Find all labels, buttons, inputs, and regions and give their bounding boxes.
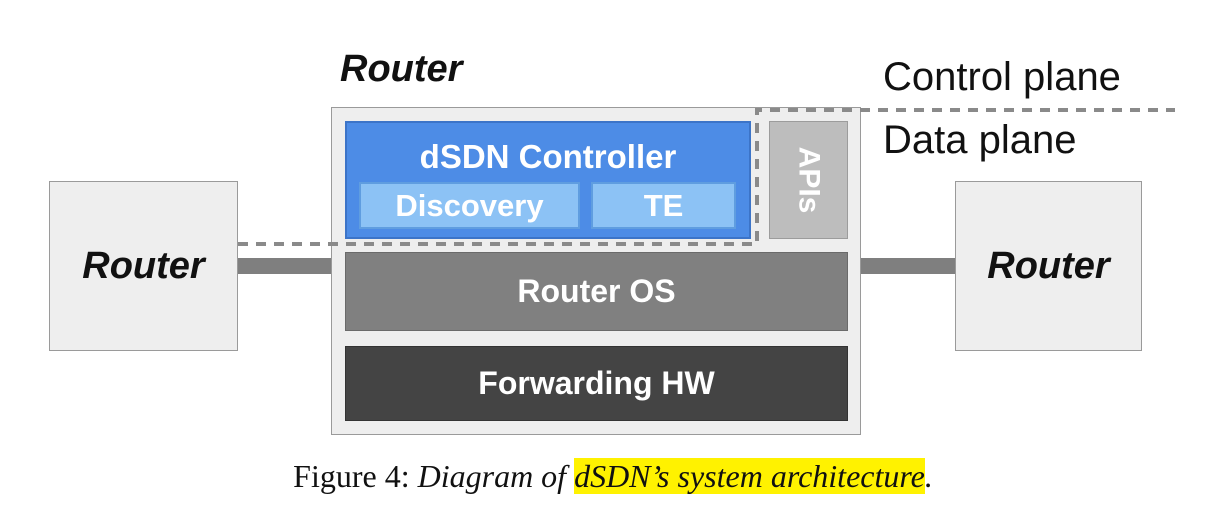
left-router-label: Router [82, 244, 205, 287]
discovery-label: Discovery [395, 187, 544, 223]
caption-highlight: dSDN’s system architecture [574, 458, 925, 494]
left-link [238, 258, 331, 274]
forwarding-hw-box: Forwarding HW [345, 346, 848, 421]
caption-prefix: Figure 4: [293, 458, 410, 494]
forwarding-hw-label: Forwarding HW [478, 365, 715, 401]
te-box: TE [591, 182, 736, 229]
discovery-box: Discovery [359, 182, 580, 229]
caption-italic-text: Diagram of [417, 458, 567, 494]
left-router-box: Router [49, 181, 238, 351]
top-router-label: Router [340, 48, 463, 90]
caption-suffix: . [924, 458, 933, 494]
figure-caption: Figure 4: Diagram of dSDN’s system archi… [0, 458, 1226, 495]
right-router-label: Router [987, 244, 1110, 287]
dsdn-controller-label: dSDN Controller [419, 138, 677, 175]
router-os-box: Router OS [345, 252, 848, 331]
right-link [860, 258, 955, 274]
data-plane-label: Data plane [883, 118, 1077, 162]
apis-box: APIs [769, 121, 848, 239]
right-router-box: Router [955, 181, 1142, 351]
control-plane-label: Control plane [883, 55, 1121, 99]
router-os-label: Router OS [517, 273, 676, 309]
te-label: TE [643, 187, 684, 223]
